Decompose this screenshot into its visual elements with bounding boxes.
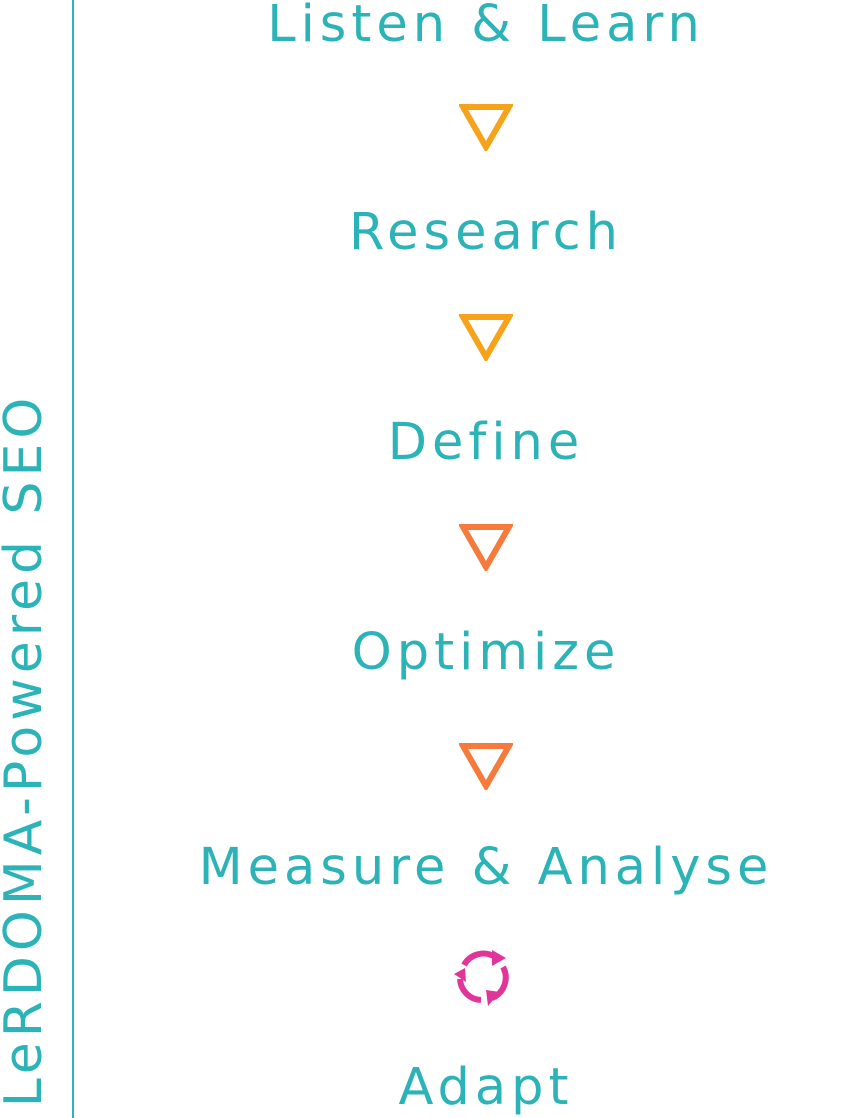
cycle-arrows-icon (454, 950, 509, 1006)
step-adapt: Adapt (398, 1058, 574, 1117)
side-title: LeRDOMA-Powered SEO (0, 392, 54, 1108)
down-triangle-icon (459, 104, 513, 151)
step-research: Research (349, 203, 623, 262)
down-triangle-icon (459, 314, 513, 361)
step-measure-analyse: Measure & Analyse (198, 838, 774, 897)
step-optimize: Optimize (351, 623, 621, 682)
down-triangle-icon (459, 743, 513, 790)
step-define: Define (387, 413, 585, 472)
step-listen-learn: Listen & Learn (267, 0, 705, 54)
down-triangle-icon (459, 524, 513, 571)
vertical-divider (72, 0, 74, 1118)
